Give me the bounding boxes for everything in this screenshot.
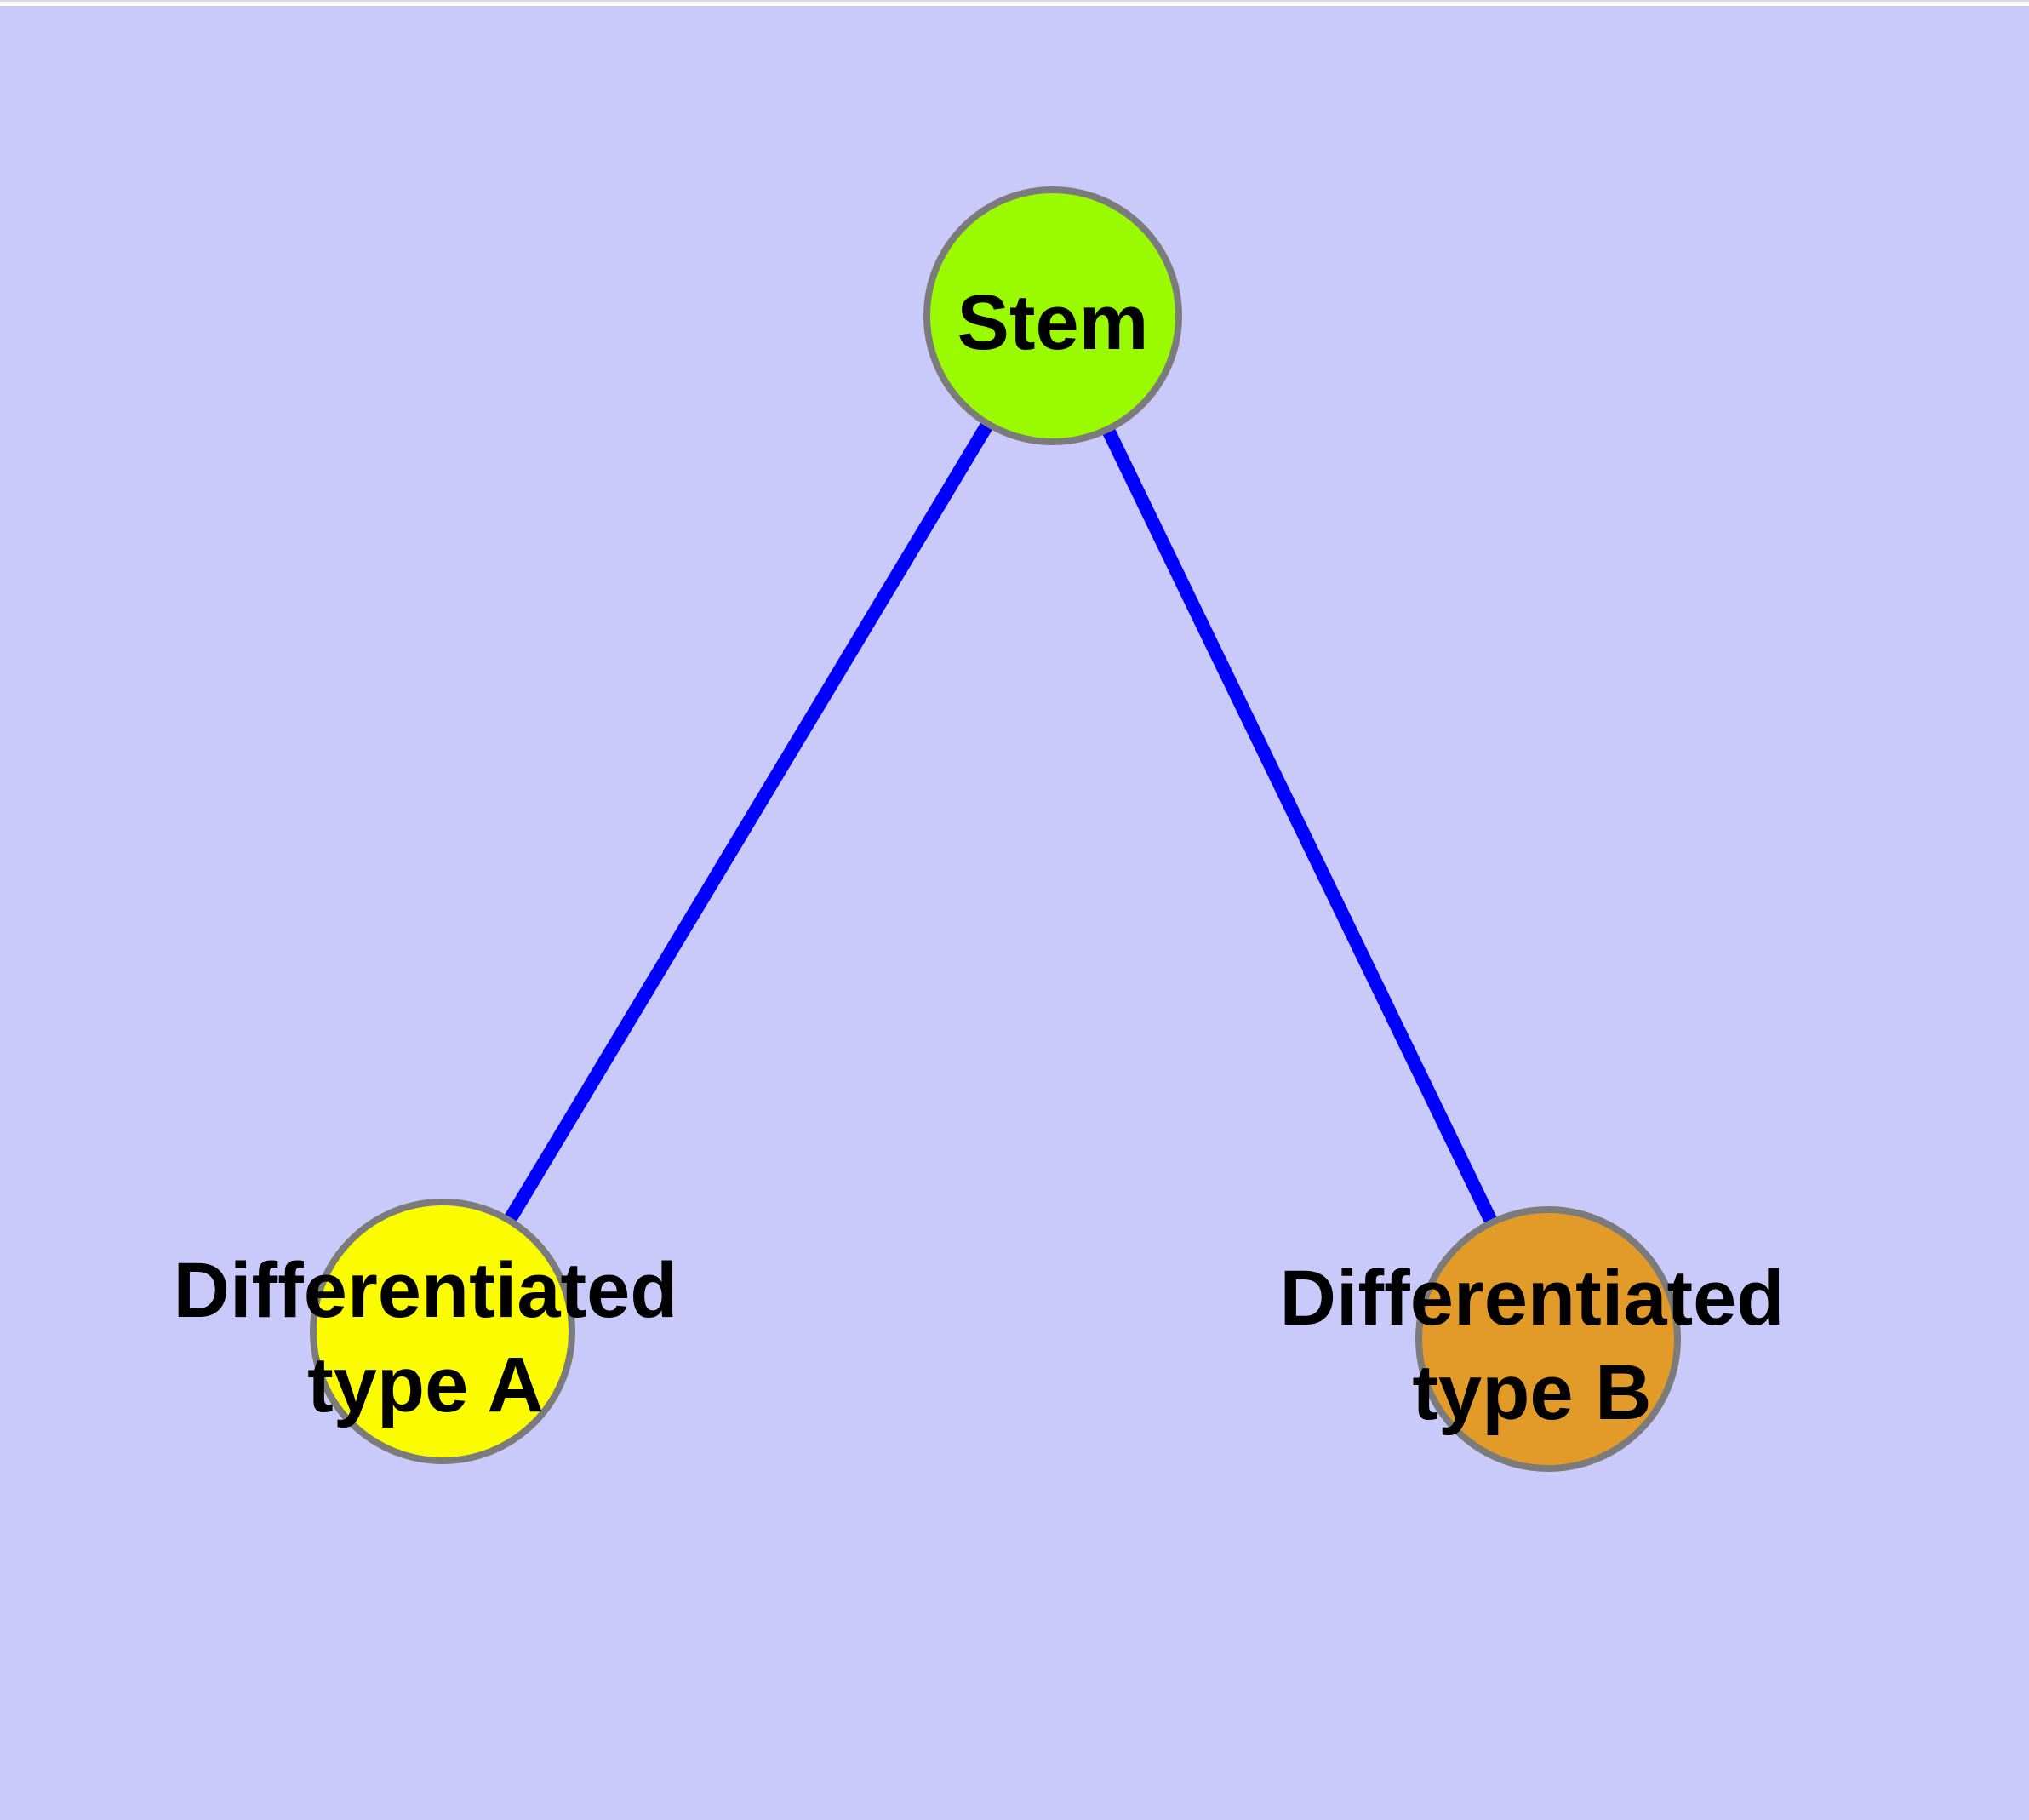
top-margin-strip xyxy=(0,0,2029,6)
cell-differentiation-graph: Stem Differentiated type A Differentiate… xyxy=(0,6,2029,1820)
node-stem-circle xyxy=(923,186,1182,445)
node-differentiated-type-a-label-line2: type A xyxy=(307,1342,544,1428)
node-differentiated-type-b-label-line2: type B xyxy=(1412,1349,1651,1436)
node-differentiated-type-a-circle xyxy=(310,1199,575,1464)
edge-stem-to-type-a xyxy=(437,312,1059,1336)
node-differentiated-type-a-label-line1: Differentiated xyxy=(174,1247,678,1334)
node-differentiated-type-b-label-line1: Differentiated xyxy=(1280,1255,1785,1342)
edge-stem-to-type-b xyxy=(1046,312,1555,1342)
node-differentiated-type-a: Differentiated type A xyxy=(174,1199,678,1464)
node-stem-label: Stem xyxy=(957,279,1149,366)
node-differentiated-type-b: Differentiated type B xyxy=(1280,1206,1785,1472)
node-stem: Stem xyxy=(923,186,1182,445)
node-differentiated-type-b-circle xyxy=(1415,1206,1681,1472)
